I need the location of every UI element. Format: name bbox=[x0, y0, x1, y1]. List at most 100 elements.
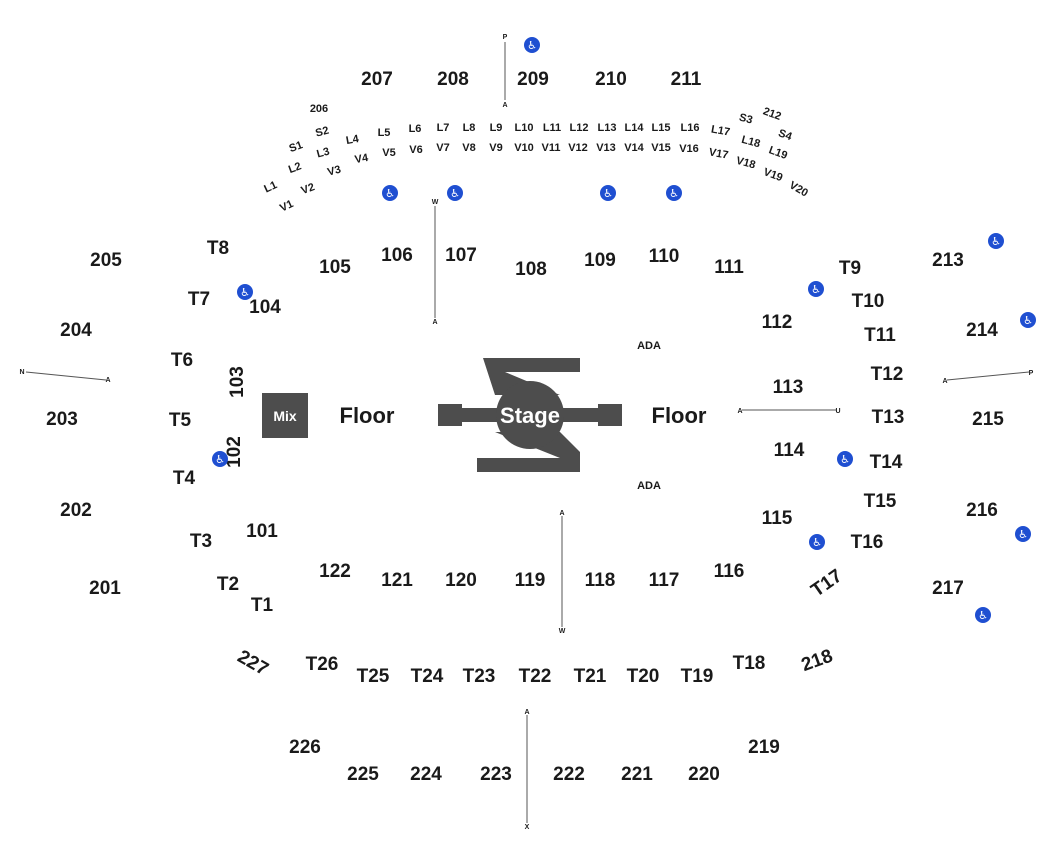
table-t21[interactable]: T21 bbox=[574, 666, 607, 687]
loge-l6[interactable]: L6 bbox=[409, 123, 422, 135]
loge-v13[interactable]: V13 bbox=[596, 142, 616, 154]
section-117[interactable]: 117 bbox=[649, 570, 680, 591]
section-213[interactable]: 213 bbox=[932, 250, 964, 271]
loge-v3[interactable]: V3 bbox=[326, 164, 342, 179]
section-224[interactable]: 224 bbox=[410, 764, 442, 785]
section-103[interactable]: 103 bbox=[227, 366, 248, 398]
section-106[interactable]: 106 bbox=[381, 245, 413, 266]
section-121[interactable]: 121 bbox=[381, 570, 413, 591]
loge-l11[interactable]: L11 bbox=[543, 122, 561, 134]
section-219[interactable]: 219 bbox=[748, 737, 780, 758]
section-122[interactable]: 122 bbox=[319, 561, 351, 582]
table-t15[interactable]: T15 bbox=[864, 491, 897, 512]
section-201[interactable]: 201 bbox=[89, 578, 121, 599]
table-t6[interactable]: T6 bbox=[171, 350, 193, 371]
loge-v14[interactable]: V14 bbox=[624, 142, 644, 154]
loge-l17[interactable]: L17 bbox=[710, 123, 731, 138]
table-t19[interactable]: T19 bbox=[681, 666, 714, 687]
loge-l2[interactable]: L2 bbox=[287, 160, 303, 176]
loge-v16[interactable]: V16 bbox=[679, 143, 699, 155]
floor-label-left[interactable]: Floor bbox=[340, 403, 395, 428]
section-109[interactable]: 109 bbox=[584, 250, 616, 271]
loge-l8[interactable]: L8 bbox=[463, 122, 476, 134]
section-206[interactable]: 206 bbox=[310, 103, 328, 115]
section-223[interactable]: 223 bbox=[480, 764, 512, 785]
floor-label-right[interactable]: Floor bbox=[652, 403, 707, 428]
loge-l10[interactable]: L10 bbox=[515, 122, 534, 134]
loge-l3[interactable]: L3 bbox=[315, 146, 331, 161]
section-221[interactable]: 221 bbox=[621, 764, 653, 785]
loge-v17[interactable]: V17 bbox=[708, 146, 729, 161]
section-216[interactable]: 216 bbox=[966, 500, 998, 521]
table-t26[interactable]: T26 bbox=[306, 654, 339, 675]
loge-v10[interactable]: V10 bbox=[514, 142, 534, 154]
section-222[interactable]: 222 bbox=[553, 764, 585, 785]
table-t3[interactable]: T3 bbox=[190, 531, 212, 552]
section-218[interactable]: 218 bbox=[799, 646, 836, 677]
loge-v11[interactable]: V11 bbox=[542, 142, 561, 154]
table-t5[interactable]: T5 bbox=[169, 410, 192, 431]
loge-l5[interactable]: L5 bbox=[378, 127, 391, 139]
section-118[interactable]: 118 bbox=[585, 570, 616, 591]
section-205[interactable]: 205 bbox=[90, 250, 122, 271]
section-114[interactable]: 114 bbox=[774, 440, 805, 461]
section-119[interactable]: 119 bbox=[515, 570, 546, 591]
section-105[interactable]: 105 bbox=[319, 257, 351, 278]
loge-l9[interactable]: L9 bbox=[490, 122, 503, 134]
section-107[interactable]: 107 bbox=[445, 245, 477, 266]
loge-l7[interactable]: L7 bbox=[437, 122, 450, 134]
table-t18[interactable]: T18 bbox=[733, 653, 766, 674]
section-217[interactable]: 217 bbox=[932, 578, 964, 599]
section-214[interactable]: 214 bbox=[966, 320, 998, 341]
section-203[interactable]: 203 bbox=[46, 409, 78, 430]
section-111[interactable]: 111 bbox=[714, 257, 744, 278]
table-t17[interactable]: T17 bbox=[807, 566, 846, 602]
suite-s1[interactable]: S1 bbox=[288, 139, 305, 155]
loge-l14[interactable]: L14 bbox=[625, 122, 645, 134]
section-227[interactable]: 227 bbox=[234, 646, 272, 680]
section-212[interactable]: 212 bbox=[761, 105, 782, 123]
section-208[interactable]: 208 bbox=[437, 69, 469, 90]
section-112[interactable]: 112 bbox=[762, 312, 793, 333]
section-102[interactable]: 102 bbox=[224, 436, 245, 468]
section-104[interactable]: 104 bbox=[249, 297, 281, 318]
loge-l4[interactable]: L4 bbox=[345, 133, 361, 147]
section-120[interactable]: 120 bbox=[445, 570, 477, 591]
section-202[interactable]: 202 bbox=[60, 500, 92, 521]
table-t25[interactable]: T25 bbox=[357, 666, 390, 687]
table-t23[interactable]: T23 bbox=[463, 666, 496, 687]
section-210[interactable]: 210 bbox=[595, 69, 627, 90]
table-t9[interactable]: T9 bbox=[839, 258, 861, 279]
suite-s4[interactable]: S4 bbox=[777, 127, 795, 143]
loge-l19[interactable]: L19 bbox=[767, 144, 789, 162]
table-t7[interactable]: T7 bbox=[188, 289, 210, 310]
loge-l16[interactable]: L16 bbox=[681, 122, 700, 134]
section-101[interactable]: 101 bbox=[246, 521, 278, 542]
section-207[interactable]: 207 bbox=[361, 69, 393, 90]
section-211[interactable]: 211 bbox=[671, 69, 702, 90]
section-115[interactable]: 115 bbox=[762, 508, 793, 529]
loge-v1[interactable]: V1 bbox=[278, 198, 295, 215]
loge-v15[interactable]: V15 bbox=[651, 142, 671, 154]
table-t11[interactable]: T11 bbox=[864, 325, 896, 346]
section-220[interactable]: 220 bbox=[688, 764, 720, 785]
section-215[interactable]: 215 bbox=[972, 409, 1004, 430]
loge-l18[interactable]: L18 bbox=[740, 134, 761, 151]
section-113[interactable]: 113 bbox=[773, 377, 804, 398]
loge-l1[interactable]: L1 bbox=[262, 179, 279, 195]
section-204[interactable]: 204 bbox=[60, 320, 92, 341]
table-t22[interactable]: T22 bbox=[519, 666, 552, 687]
loge-v12[interactable]: V12 bbox=[568, 142, 588, 154]
loge-l12[interactable]: L12 bbox=[570, 122, 589, 134]
section-209[interactable]: 209 bbox=[517, 69, 549, 90]
table-t8[interactable]: T8 bbox=[207, 238, 229, 259]
loge-v18[interactable]: V18 bbox=[735, 155, 757, 172]
loge-v6[interactable]: V6 bbox=[409, 144, 422, 156]
table-t13[interactable]: T13 bbox=[872, 407, 905, 428]
loge-v2[interactable]: V2 bbox=[300, 181, 317, 197]
table-t10[interactable]: T10 bbox=[852, 291, 885, 312]
loge-l15[interactable]: L15 bbox=[652, 122, 671, 134]
table-t2[interactable]: T2 bbox=[217, 574, 239, 595]
loge-v4[interactable]: V4 bbox=[354, 152, 370, 166]
loge-v5[interactable]: V5 bbox=[382, 147, 395, 159]
